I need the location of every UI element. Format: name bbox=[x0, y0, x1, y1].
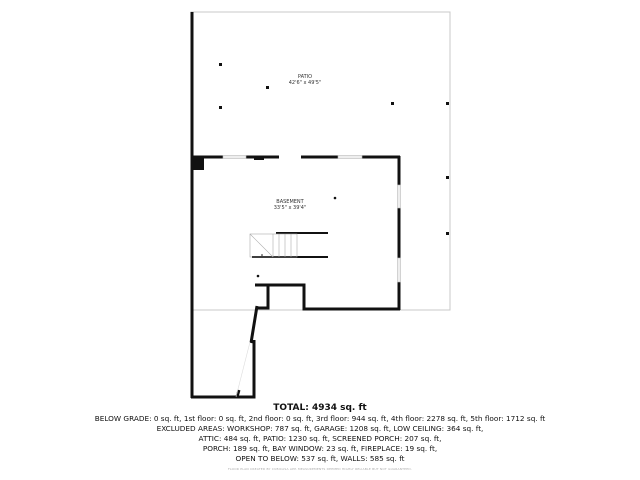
door-line bbox=[235, 341, 251, 398]
summary-line: BELOW GRADE: 0 sq. ft, 1st floor: 0 sq. … bbox=[94, 414, 546, 423]
area-summary: TOTAL: 4934 sq. ft BELOW GRADE: 0 sq. ft… bbox=[0, 403, 640, 471]
summary-line: EXCLUDED AREAS: WORKSHOP: 787 sq. ft, GA… bbox=[156, 424, 484, 433]
summary-line: PORCH: 189 sq. ft, BAY WINDOW: 23 sq. ft… bbox=[202, 444, 438, 453]
summary-line: ATTIC: 484 sq. ft, PATIO: 1230 sq. ft, S… bbox=[198, 434, 442, 443]
floor-plan: PATIO 42'6" x 49'5" BASEMENT 33'5" x 39'… bbox=[190, 11, 451, 399]
patio-outline bbox=[190, 11, 451, 311]
chimney-block bbox=[191, 157, 204, 170]
fixture-dot bbox=[256, 274, 260, 278]
stairs bbox=[249, 232, 328, 258]
fixture-dot bbox=[333, 196, 337, 200]
patio-posts bbox=[219, 63, 449, 235]
total-area: TOTAL: 4934 sq. ft bbox=[273, 403, 367, 413]
wall-fixture bbox=[254, 157, 264, 160]
windows bbox=[222, 155, 401, 283]
credit-text: FLOOR PLAN CREATED BY CUBICASA APP. MEAS… bbox=[227, 467, 413, 471]
room-dims-basement: 33'5" x 39'4" bbox=[274, 205, 307, 211]
summary-line: OPEN TO BELOW: 537 sq. ft, WALLS: 585 sq… bbox=[235, 454, 405, 463]
room-dims-patio: 42'6" x 49'5" bbox=[289, 80, 322, 86]
room-label-basement: BASEMENT bbox=[276, 199, 304, 205]
basement-walls bbox=[191, 155, 401, 399]
room-label-patio: PATIO bbox=[298, 74, 312, 80]
